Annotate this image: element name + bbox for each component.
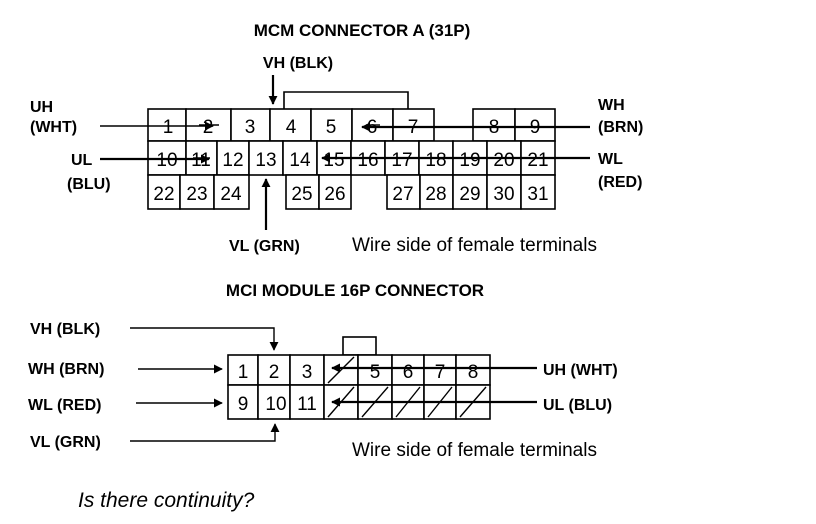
mci-pin-number: 9 [238, 394, 249, 415]
mci-ul-blu-label: UL (BLU) [543, 397, 612, 414]
mcm-pin-cell [213, 174, 250, 210]
mcm-connector-section: MCM CONNECTOR A (31P) 1 2 3 4 5 6 7 8 9 [30, 21, 643, 256]
mci-pin-number: 8 [468, 362, 479, 383]
mci-pin-cell [257, 354, 291, 386]
mcm-pin-number: 10 [156, 150, 177, 171]
mci-vh-lead-line [130, 327, 279, 351]
mci-vl-grn-label: VL (GRN) [30, 434, 101, 451]
mci-vl-lead-line [130, 423, 280, 442]
mcm-wire-side-note: Wire side of female terminals [352, 235, 597, 256]
mci-wl-red-label: WL (RED) [28, 397, 101, 414]
vl-grn-label: VL (GRN) [229, 238, 300, 255]
mcm-pin-number: 12 [222, 150, 243, 171]
ul-label: UL [71, 152, 93, 169]
mcm-pin-cell [282, 140, 318, 176]
mcm-pin-cell [147, 174, 181, 210]
mci-pin-cell [455, 354, 491, 386]
mci-connector-key [342, 336, 377, 356]
mcm-pin-cell [472, 108, 516, 142]
mci-blank-pin-hatch [327, 356, 355, 384]
mcm-connector-key [283, 91, 409, 109]
mcm-pin-cell [216, 140, 250, 176]
mcm-connector-title: MCM CONNECTOR A (31P) [254, 21, 471, 40]
mcm-pin-number: 15 [323, 150, 344, 171]
mcm-pin-number: 20 [493, 150, 514, 171]
mci-pin-number: 3 [302, 362, 313, 383]
mcm-pin-number: 31 [527, 184, 548, 205]
mci-pin-number: 1 [238, 362, 249, 383]
mcm-pin-cell [318, 174, 352, 210]
mcm-pin-number: 4 [286, 117, 297, 138]
mcm-row-3: 22 23 24 25 26 27 28 29 30 31 [147, 174, 556, 210]
mcm-pin-number: 13 [255, 150, 276, 171]
mci-connector-title: MCI MODULE 16P CONNECTOR [226, 281, 484, 300]
mci-pin-number: 7 [435, 362, 446, 383]
mcm-pin-number: 19 [459, 150, 480, 171]
mcm-pin-number: 11 [191, 150, 211, 171]
uh-wht-label: (WHT) [30, 119, 77, 136]
mcm-pin-number: 24 [220, 184, 242, 205]
mcm-pin-cell [248, 140, 284, 176]
vh-blk-label: VH (BLK) [263, 55, 333, 72]
mcm-pin-number: 2 [203, 117, 214, 138]
mcm-pin-cell [179, 174, 215, 210]
wh-label: WH [598, 97, 625, 114]
mcm-pin-number: 5 [326, 117, 337, 138]
mci-pin-number: 10 [265, 394, 286, 415]
mci-pin-number: 11 [297, 394, 317, 415]
mcm-pin-number: 26 [324, 184, 345, 205]
mci-pin-cell [289, 384, 325, 420]
mcm-pin-number: 27 [392, 184, 413, 205]
mcm-pin-number: 30 [493, 184, 514, 205]
mci-uh-wht-label: UH (WHT) [543, 362, 618, 379]
mcm-pin-number: 14 [289, 150, 311, 171]
ul-blu-label: (BLU) [67, 176, 111, 193]
mcm-pin-number: 16 [357, 150, 378, 171]
mcm-pin-number: 29 [459, 184, 480, 205]
mcm-pin-number: 25 [291, 184, 312, 205]
mcm-pin-number: 28 [425, 184, 446, 205]
mci-connector-section: MCI MODULE 16P CONNECTOR 1 2 3 5 6 7 8 [28, 281, 618, 461]
mci-wire-side-note: Wire side of female terminals [352, 440, 597, 461]
mci-row-1: 1 2 3 5 6 7 8 [227, 354, 491, 386]
mci-pin-number: 5 [370, 362, 381, 383]
mcm-pin-number: 23 [186, 184, 207, 205]
wl-red-label: (RED) [598, 174, 642, 191]
mcm-pin-number: 1 [163, 117, 174, 138]
mcm-pin-cell [520, 174, 556, 210]
mci-pin-cell [257, 384, 291, 420]
mci-wh-brn-label: WH (BRN) [28, 361, 104, 378]
mcm-pin-number: 21 [527, 150, 548, 171]
mci-pin-cell [357, 354, 393, 386]
continuity-question: Is there continuity? [78, 489, 255, 512]
mcm-pin-number: 17 [391, 150, 412, 171]
mci-pin-number: 2 [269, 362, 280, 383]
mci-pin-number: 6 [403, 362, 414, 383]
mci-pin-cell [227, 384, 259, 420]
wh-brn-label: (BRN) [598, 119, 643, 136]
mcm-pin-number: 22 [153, 184, 174, 205]
wl-label: WL [598, 151, 623, 168]
mcm-pin-number: 18 [425, 150, 446, 171]
uh-label: UH [30, 99, 53, 116]
mcm-pin-number: 3 [245, 117, 256, 138]
mcm-pin-cell [486, 174, 522, 210]
mcm-pin-cell [285, 174, 320, 210]
mci-vh-blk-label: VH (BLK) [30, 321, 100, 338]
